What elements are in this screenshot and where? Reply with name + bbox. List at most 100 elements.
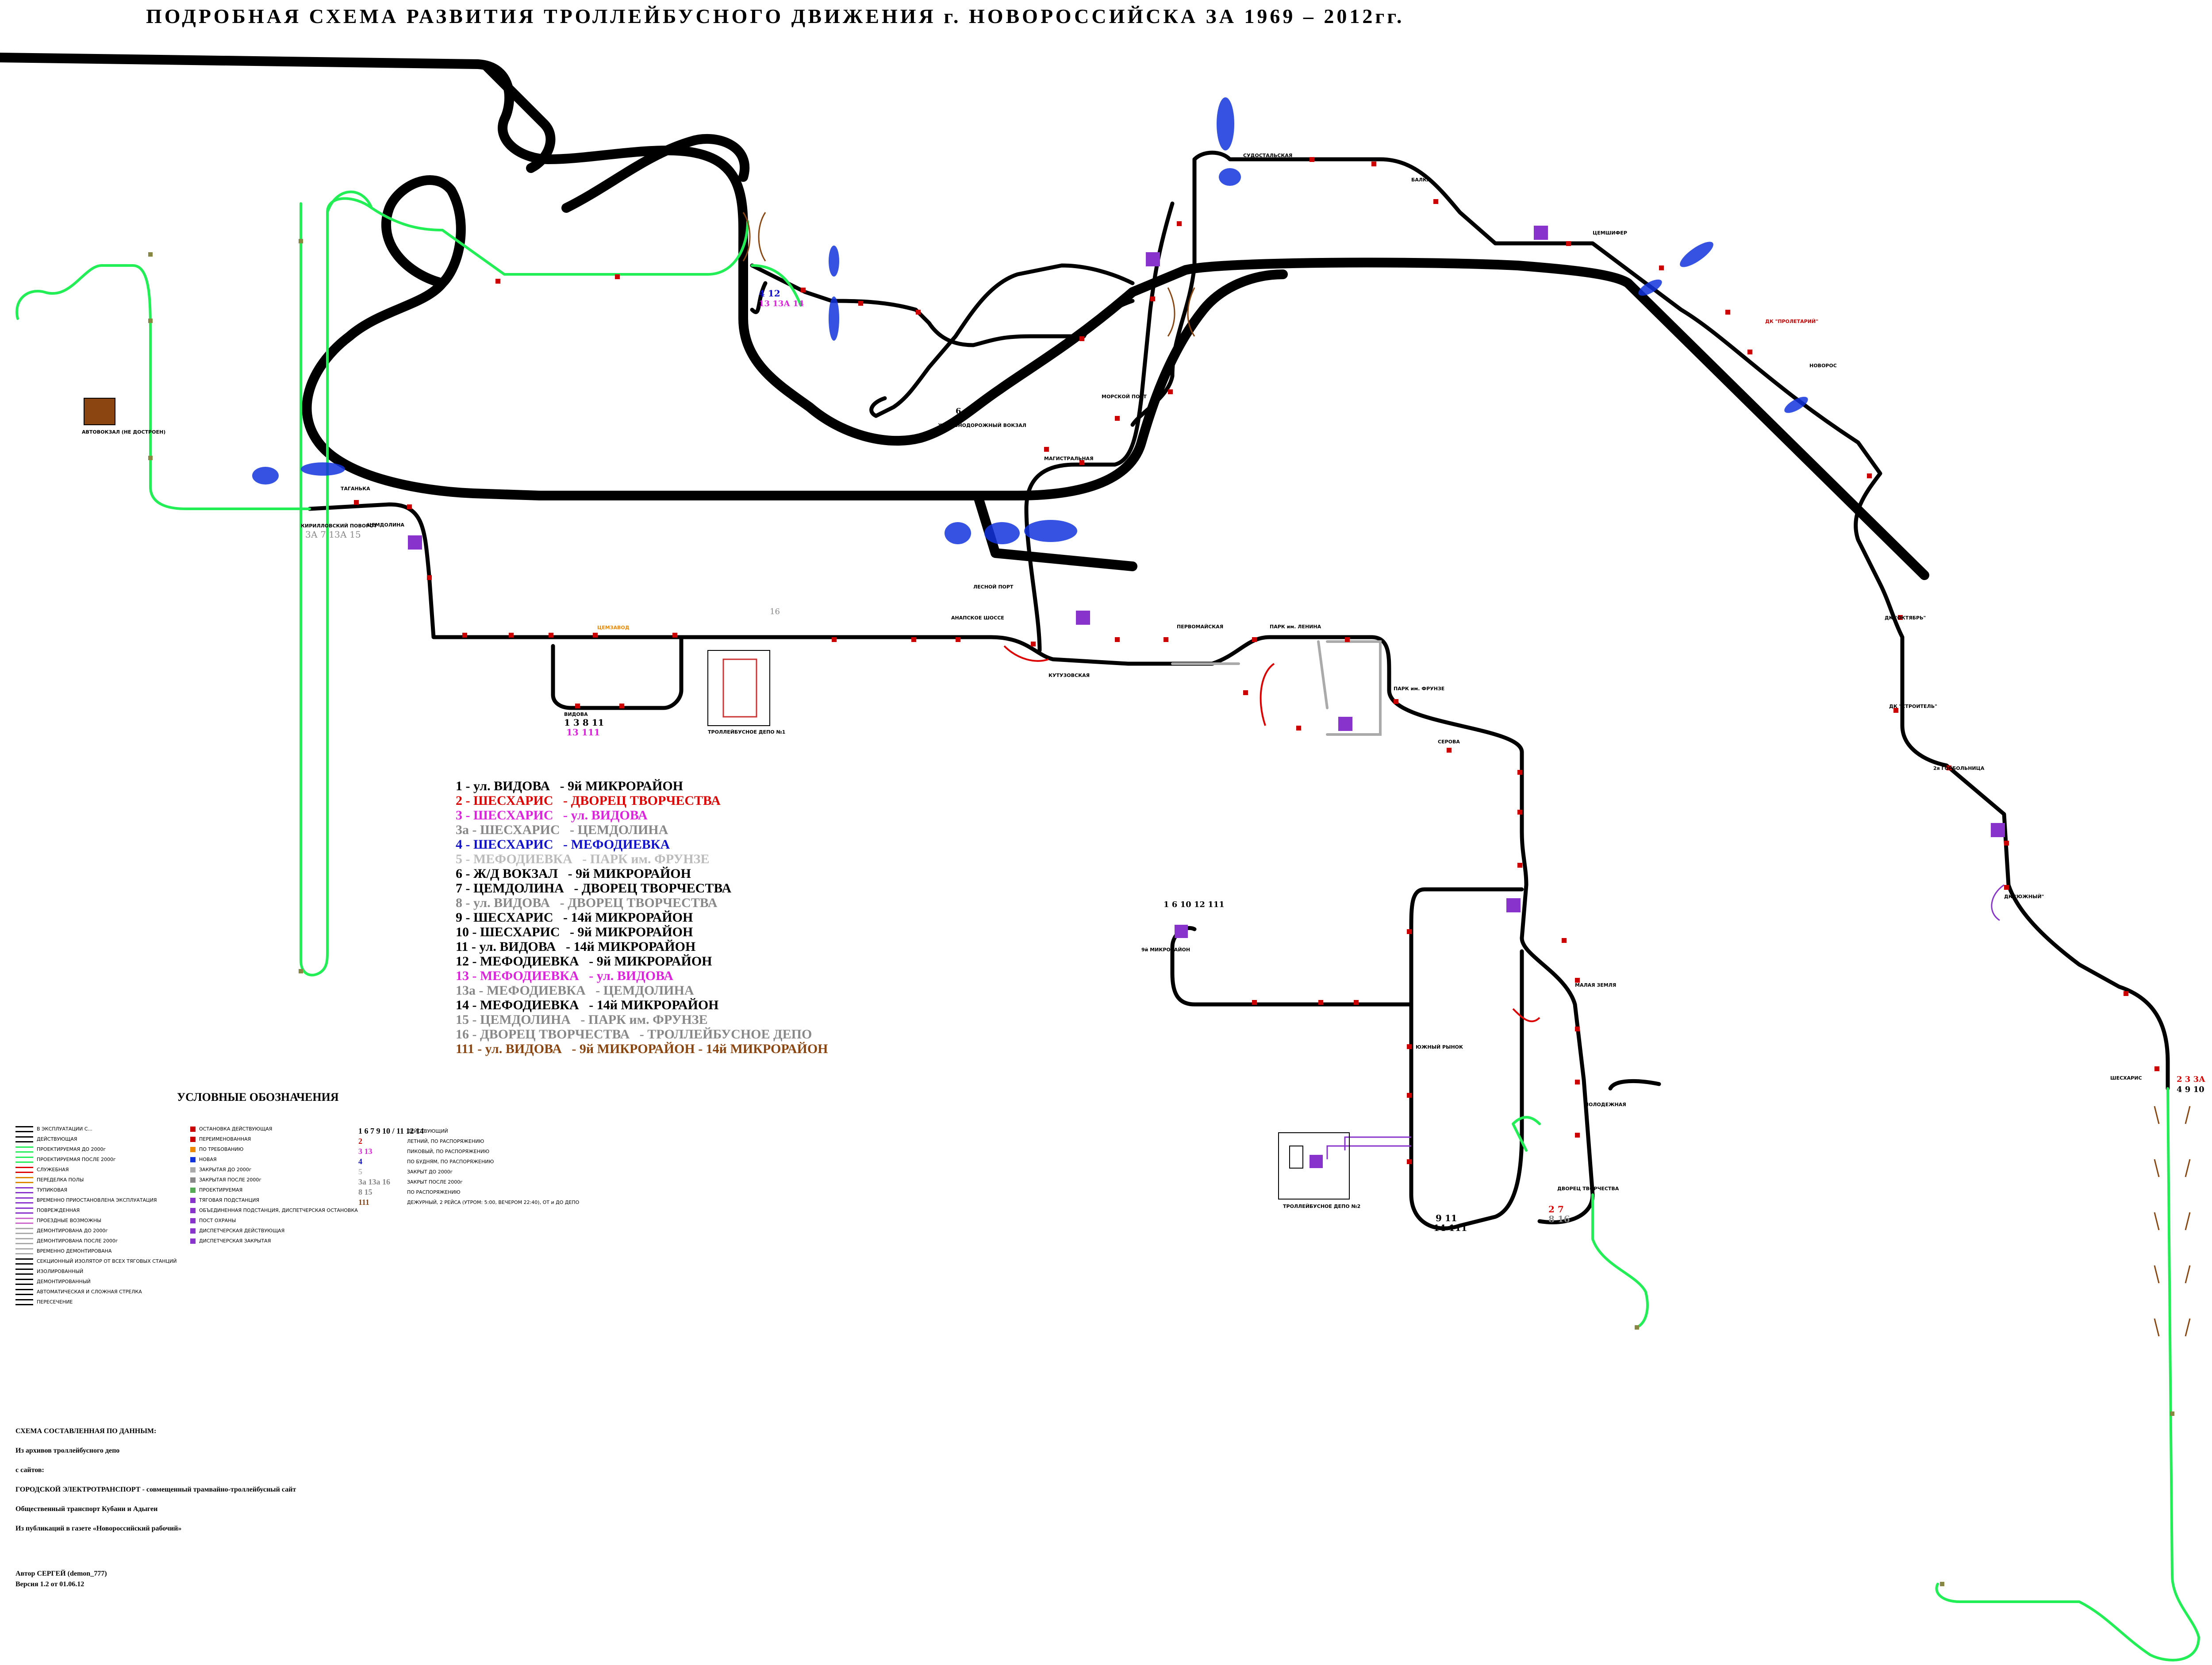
label-lenina: ПАРК им. ЛЕНИНА: [1270, 624, 1321, 630]
source-item: ГОРОДСКОЙ ЭЛЕКТРОТРАНСПОРТ - совмещенный…: [15, 1486, 296, 1493]
legend-line-swatch: [15, 1207, 33, 1214]
label-sudostalskaya: СУДОСТАЛЬСКАЯ: [1243, 153, 1292, 158]
route-item: 13а - МЕФОДИЕВКА - ЦЕМДОЛИНА: [456, 983, 694, 998]
route-item: 14 - МЕФОДИЕВКА - 14й МИКРОРАЙОН: [456, 998, 719, 1012]
legend-label: ТЯГОВАЯ ПОДСТАНЦИЯ: [199, 1197, 260, 1203]
legend-item: ВРЕМЕННО ДЕМОНТИРОВАНА: [15, 1246, 177, 1256]
autostation-building: [84, 398, 115, 425]
legend-line-swatch: [15, 1258, 33, 1265]
depot-2: [1278, 1132, 1350, 1200]
legend-item: ПЕРЕДЕЛКА ПОЛЫ: [15, 1175, 177, 1185]
route-item: 5 - МЕФОДИЕВКА - ПАРК им. ФРУНЗЕ: [456, 852, 710, 866]
label-sheskharis-routes2: 4 9 10: [2177, 1085, 2204, 1094]
contact-marks: [742, 212, 2191, 1337]
legend-item: ОБЪЕДИНЕННАЯ ПОДСТАНЦИЯ, ДИСПЕТЧЕРСКАЯ О…: [190, 1205, 358, 1215]
label-frunze: ПАРК им. ФРУНЗЕ: [1394, 686, 1444, 692]
legend-route-number: 111: [358, 1198, 370, 1207]
legend-item: ДИСПЕТЧЕРСКАЯ ЗАКРЫТАЯ: [190, 1236, 358, 1246]
legend-label: СЛУЖЕБНАЯ: [37, 1167, 69, 1173]
projected-stops: [148, 239, 2174, 1586]
legend-line-swatch: [15, 1217, 33, 1224]
legend-label: АВТОМАТИЧЕСКАЯ И СЛОЖНАЯ СТРЕЛКА: [37, 1289, 142, 1295]
legend-label: ДЕЖУРНЫЙ, 2 РЕЙСА (УТРОМ: 5:00, ВЕЧЕРОМ …: [407, 1200, 580, 1205]
legend-stop-swatch: [190, 1136, 196, 1142]
legend-line-swatch: [15, 1299, 33, 1305]
legend-item: ДЕЙСТВУЮЩАЯ: [15, 1134, 177, 1144]
label-vidova: ВИДОВА: [564, 711, 588, 717]
legend-stop-swatch: [190, 1126, 196, 1132]
route-item: 8 - ул. ВИДОВА - ДВОРЕЦ ТВОРЧЕСТВА: [456, 896, 718, 910]
legend-item: НОВАЯ: [190, 1154, 358, 1165]
label-vokzal-num: 6: [956, 407, 961, 416]
blue-features: [252, 97, 1808, 544]
legend-item: ДЕМОНТИРОВАННЫЙ: [15, 1277, 177, 1287]
legend-label: ПРОЕКТИРУЕМАЯ ДО 2000г: [37, 1146, 106, 1152]
label-kirill-routes: 3А 7 13А 15: [305, 529, 361, 540]
legend-stop-swatch: [190, 1157, 196, 1162]
label-14mkr-routes2: 14 111: [1433, 1223, 1467, 1233]
label-avtovokzal: АВТОВОКЗАЛ (НЕ ДОСТРОЕН): [82, 429, 165, 435]
legend-label: ПЕРЕИМЕНОВАННАЯ: [199, 1136, 251, 1142]
sources-title: СХЕМА СОСТАВЛЕННАЯ ПО ДАННЫМ:: [15, 1427, 157, 1435]
sources: СХЕМА СОСТАВЛЕННАЯ ПО ДАННЫМ: Из архивов…: [15, 1427, 296, 1544]
legend-line-swatch: [15, 1268, 33, 1275]
legend-item: ТУПИКОВАЯ: [15, 1185, 177, 1195]
legend-label: ДЕЙСТВУЮЩАЯ: [37, 1136, 77, 1142]
trolleybus-closed-lines: [1171, 640, 1382, 736]
author-block: Автор СЕРГЕЙ (demon_777) Версия 1.2 от 0…: [15, 1569, 107, 1590]
legend-line-swatch: [15, 1136, 33, 1142]
version: Версия 1.2 от 01.06.12: [15, 1580, 84, 1588]
legend-stop-swatch: [190, 1167, 196, 1173]
legend-label: ПОСТ ОХРАНЫ: [199, 1218, 236, 1223]
source-item: с сайтов:: [15, 1466, 44, 1474]
legend-route-number: 5: [358, 1167, 362, 1176]
label-pervomayskaya: ПЕРВОМАЙСКАЯ: [1177, 624, 1223, 630]
legend-label: ВРЕМЕННО ПРИОСТАНОВЛЕНА ЭКСПЛУАТАЦИЯ: [37, 1197, 157, 1203]
legend-label: ОСТАНОВКА ДЕЙСТВУЮЩАЯ: [199, 1126, 273, 1132]
legend-stop-swatch: [190, 1187, 196, 1193]
legend-label: ЗАКРЫТАЯ ДО 2000г: [199, 1167, 252, 1173]
legend-item: ПРОЕКТИРУЕМАЯ: [190, 1185, 358, 1195]
legend-item: ВРЕМЕННО ПРИОСТАНОВЛЕНА ЭКСПЛУАТАЦИЯ: [15, 1195, 177, 1205]
legend-line-swatch: [15, 1187, 33, 1193]
legend-label: ОБЪЕДИНЕННАЯ ПОДСТАНЦИЯ, ДИСПЕТЧЕРСКАЯ О…: [199, 1207, 358, 1213]
legend-label: ПОВРЕЖДЕННАЯ: [37, 1207, 80, 1213]
route-item: 2 - ШЕСХАРИС - ДВОРЕЦ ТВОРЧЕСТВА: [456, 793, 721, 808]
route-item: 6 - Ж/Д ВОКЗАЛ - 9й МИКРОРАЙОН: [456, 866, 691, 881]
label-magistralnaya: МАГИСТРАЛЬНАЯ: [1044, 456, 1094, 461]
label-morport: МОРСКОЙ ПОРТ: [1102, 394, 1147, 400]
legend-label: ВРЕМЕННО ДЕМОНТИРОВАНА: [37, 1248, 112, 1254]
legend-item: ПРОЕКТИРУЕМАЯ ПОСЛЕ 2000г: [15, 1154, 177, 1165]
label-vidova-routes2: 13 111: [566, 727, 600, 738]
route-item: 111 - ул. ВИДОВА - 9й МИКРОРАЙОН - 14й М…: [456, 1042, 828, 1056]
legend-label: СЕКЦИОННЫЙ ИЗОЛЯТОР ОТ ВСЕХ ТЯГОВЫХ СТАН…: [37, 1258, 177, 1264]
legend-item: ПЕРЕИМЕНОВАННАЯ: [190, 1134, 358, 1144]
legend-stop-swatch: [190, 1238, 196, 1244]
legend-item: ДЕМОНТИРОВАНА ДО 2000г: [15, 1226, 177, 1236]
trolleybus-projected-lines: [15, 190, 2200, 1661]
legend-line-swatch: [15, 1126, 33, 1132]
label-mefodievka-routes: 4 12: [759, 288, 780, 299]
label-tsemshifer: ЦЕМШИФЕР: [1593, 230, 1627, 236]
legend-label: ПРОЕКТИРУЕМАЯ: [199, 1187, 243, 1193]
route-item: 3 - ШЕСХАРИС - ул. ВИДОВА: [456, 808, 648, 823]
legend-label: НОВАЯ: [199, 1157, 217, 1162]
legend-lines: В ЭКСПЛУАТАЦИИ С... ДЕЙСТВУЮЩАЯ ПРОЕКТИРУЕ…: [15, 1124, 177, 1307]
label-kutuzov: КУТУЗОВСКАЯ: [1048, 673, 1090, 678]
label-malaya-zemlya: МАЛАЯ ЗЕМЛЯ: [1575, 982, 1616, 988]
legend-label: ДИСПЕТЧЕРСКАЯ ЗАКРЫТАЯ: [199, 1238, 271, 1244]
label-sheskharis-routes: 2 3 3А: [2177, 1075, 2205, 1084]
label-ninth-routes: 1 6 10 12 111: [1164, 900, 1225, 909]
label-depot1: ТРОЛЛЕЙБУСНОЕ ДЕПО №1: [708, 729, 785, 735]
label-dvorets-routes2: 8 16: [1548, 1214, 1570, 1224]
label-yuzhny: ДК "ЮЖНЫЙ": [2004, 894, 2044, 900]
legend-label: ДЕМОНТИРОВАНА ПОСЛЕ 2000г: [37, 1238, 118, 1244]
legend-stop-swatch: [190, 1218, 196, 1223]
depot-1: [707, 650, 770, 726]
legend-label: В ЭКСПЛУАТАЦИИ С...: [37, 1126, 92, 1132]
